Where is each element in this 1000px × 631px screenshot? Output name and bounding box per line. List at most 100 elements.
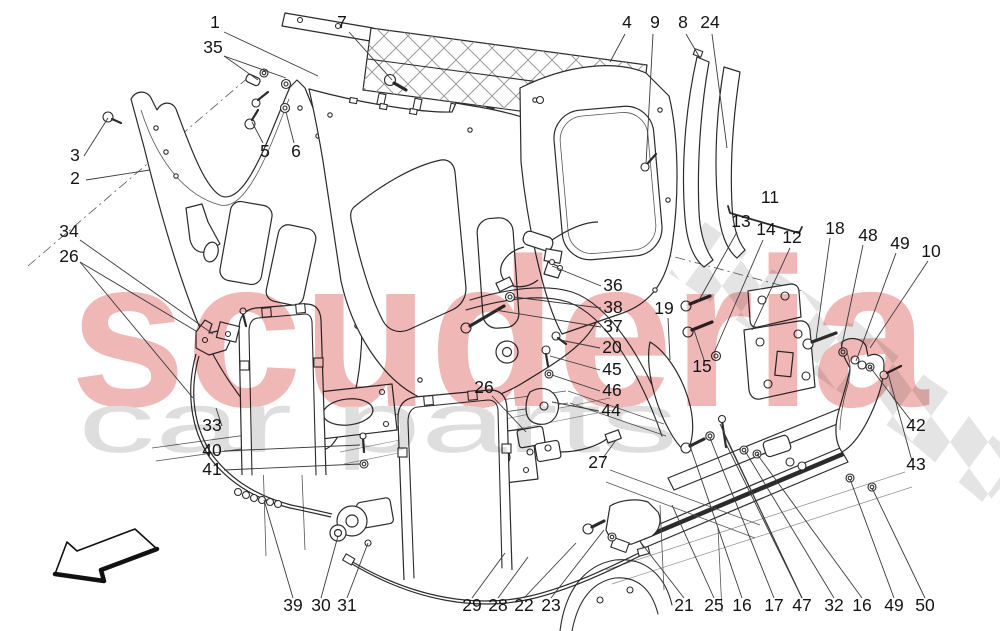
part-callout-34: 34 [59,221,79,241]
part-callout-50: 50 [915,595,935,615]
lock-actuator [516,425,622,463]
leader-line [602,439,617,459]
leader-line [497,556,529,599]
part-callout-36: 36 [603,275,622,295]
part-callout-2: 2 [70,168,80,188]
part-callout-3: 3 [70,145,80,165]
cable-connector [604,429,622,444]
leader-line [709,437,775,599]
leader-line [471,552,506,599]
leader-line [869,366,913,423]
part-callout-49: 49 [890,233,909,253]
leader-line [645,33,654,165]
part-callout-20: 20 [602,337,622,357]
leader-line [346,542,369,599]
part-callout-33: 33 [202,415,221,435]
part-callout-14: 14 [756,219,776,239]
leader-line [713,239,764,354]
wheel-arch [559,559,673,631]
part-callout-6: 6 [291,141,301,161]
leader-line [887,372,913,462]
leader-line [551,401,600,412]
leader-line [815,237,831,341]
part-callout-47: 47 [792,595,811,615]
part-callout-44: 44 [601,400,621,420]
part-callout-30: 30 [311,595,331,615]
leader-line [840,244,864,351]
leader-line [550,529,605,599]
leader-line [523,542,577,599]
roof-sensor-assembly [495,221,599,293]
leader-line [609,33,626,63]
leader-line [849,478,895,599]
direction-arrow [52,528,160,584]
part-callout-26: 26 [59,246,78,266]
leader-line [751,247,791,331]
leader-line [251,121,264,144]
part-callout-45: 45 [602,359,621,379]
part-callout-26: 26 [474,377,493,397]
part-callout-5: 5 [260,141,270,161]
leader-line [711,33,728,149]
part-callout-37: 37 [603,316,622,336]
leader-line [685,33,701,59]
part-callout-22: 22 [514,595,533,615]
watermark-brand: scuderia [70,214,930,451]
part-callout-16: 16 [732,595,751,615]
part-callout-46: 46 [602,380,621,400]
leader-line [491,395,527,433]
part-callout-19: 19 [654,298,673,318]
roll-hoop-right [397,389,513,581]
leader-line [79,261,194,399]
leader-line [744,450,835,599]
part-callout-10: 10 [921,241,941,261]
leader-line [223,31,319,77]
part-callout-40: 40 [202,440,222,460]
part-callout-7: 7 [337,12,347,32]
watermark: scuderia car parts [70,214,930,471]
seal-strips [682,48,746,268]
latch-assembly-left [195,307,248,356]
leader-line [551,265,602,287]
part-callout-43: 43 [906,454,925,474]
part-callout-25: 25 [704,595,723,615]
leader-line [549,355,601,371]
leader-line [667,317,671,361]
leader-line [79,261,197,332]
part-callout-21: 21 [674,595,693,615]
watermark-tagline: car parts [78,375,678,471]
leader-line [871,487,926,599]
leader-line [348,31,393,81]
leader-line [551,374,601,392]
part-callout-4: 4 [622,12,632,32]
part-callout-12: 12 [782,227,801,247]
part-callout-8: 8 [678,12,688,32]
part-callout-18: 18 [825,218,844,238]
part-callout-29: 29 [462,595,481,615]
part-callout-41: 41 [202,459,221,479]
part-callout-13: 13 [731,211,750,231]
leader-line [756,453,863,599]
part-callout-23: 23 [541,595,560,615]
mechanism-line-art [190,221,651,605]
part-callout-32: 32 [824,595,843,615]
part-callout-42: 42 [906,415,925,435]
cable-spring [233,487,283,509]
leader-line [559,339,601,349]
part-callout-39: 39 [283,595,302,615]
part-callout-11: 11 [761,187,779,207]
leader-line [641,543,685,599]
leader-line [285,111,295,144]
part-callout-31: 31 [337,595,356,615]
leader-line [855,252,897,362]
leader-line [215,407,223,427]
leader-line [723,433,803,599]
part-callout-24: 24 [700,12,720,32]
part-callout-9: 9 [650,12,660,32]
part-callout-28: 28 [488,595,507,615]
part-callout-49: 49 [884,595,903,615]
leader-line [494,309,602,328]
